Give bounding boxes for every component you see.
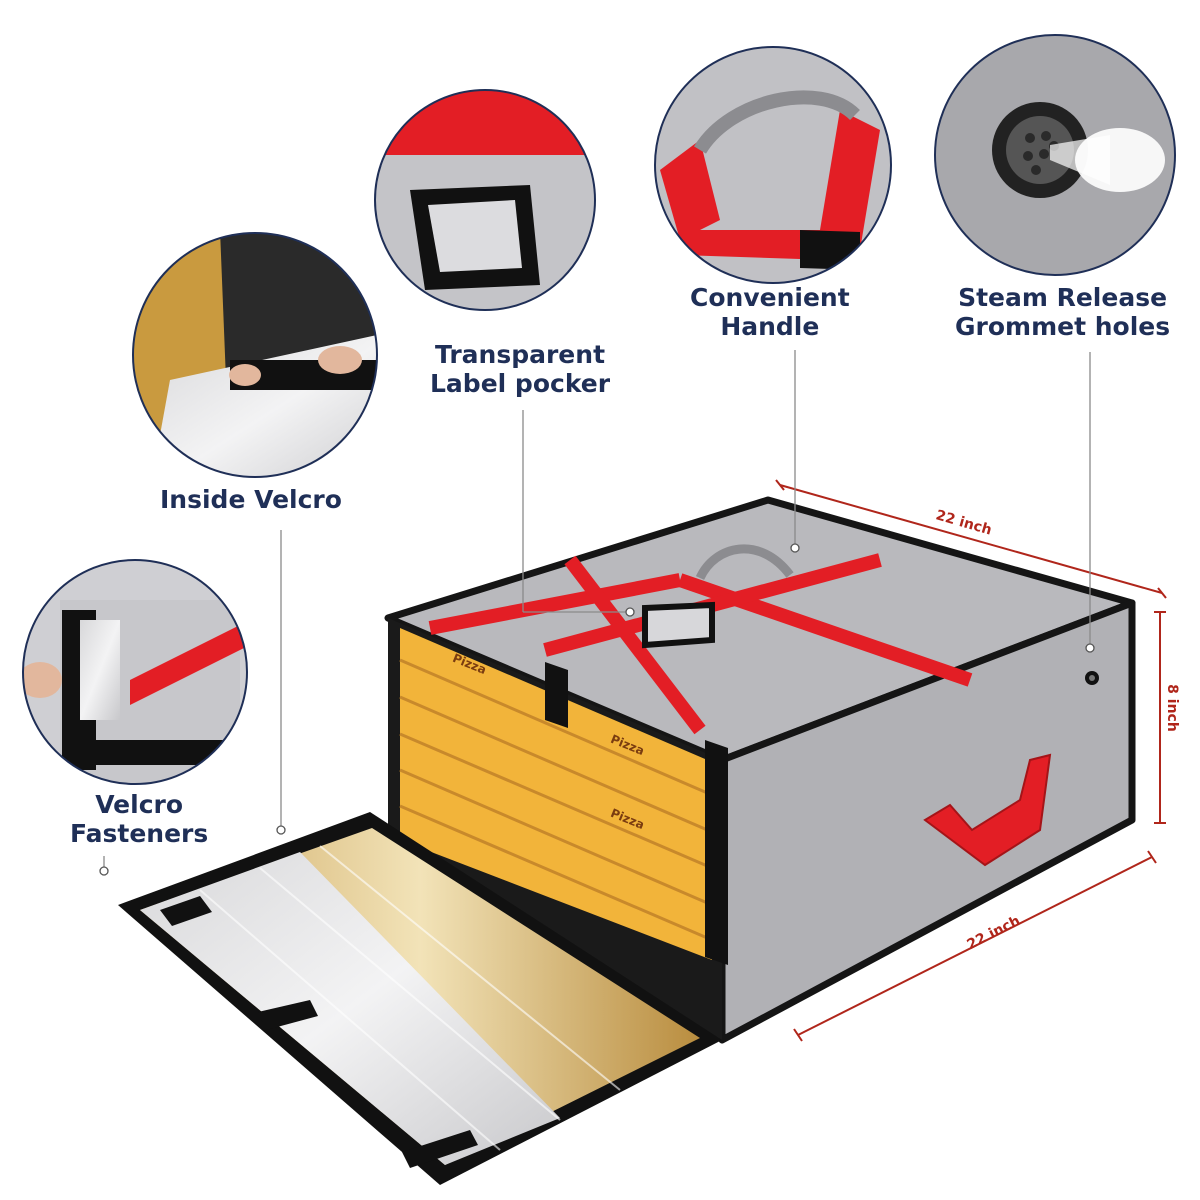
label-transparent-label: Transparent Label pocker <box>430 340 611 398</box>
pizza-bag <box>118 496 1136 1185</box>
label-steam-release: Steam Release Grommet holes <box>955 283 1171 341</box>
label-convenient-handle: Convenient Handle <box>690 283 850 341</box>
detail-transparent-label <box>374 89 596 311</box>
detail-convenient-handle <box>654 46 892 284</box>
detail-velcro-fasteners <box>22 559 248 785</box>
label-velcro-fasteners: Velcro Fasteners <box>70 790 209 848</box>
dimension-lines <box>775 479 1167 1042</box>
detail-steam-release <box>934 34 1176 276</box>
leader-lines <box>103 350 1091 868</box>
dimension-height: 8 inch <box>1163 684 1180 732</box>
leader-dots <box>99 543 1095 876</box>
label-inside-velcro: Inside Velcro <box>160 485 342 514</box>
detail-inside-velcro <box>132 232 378 478</box>
